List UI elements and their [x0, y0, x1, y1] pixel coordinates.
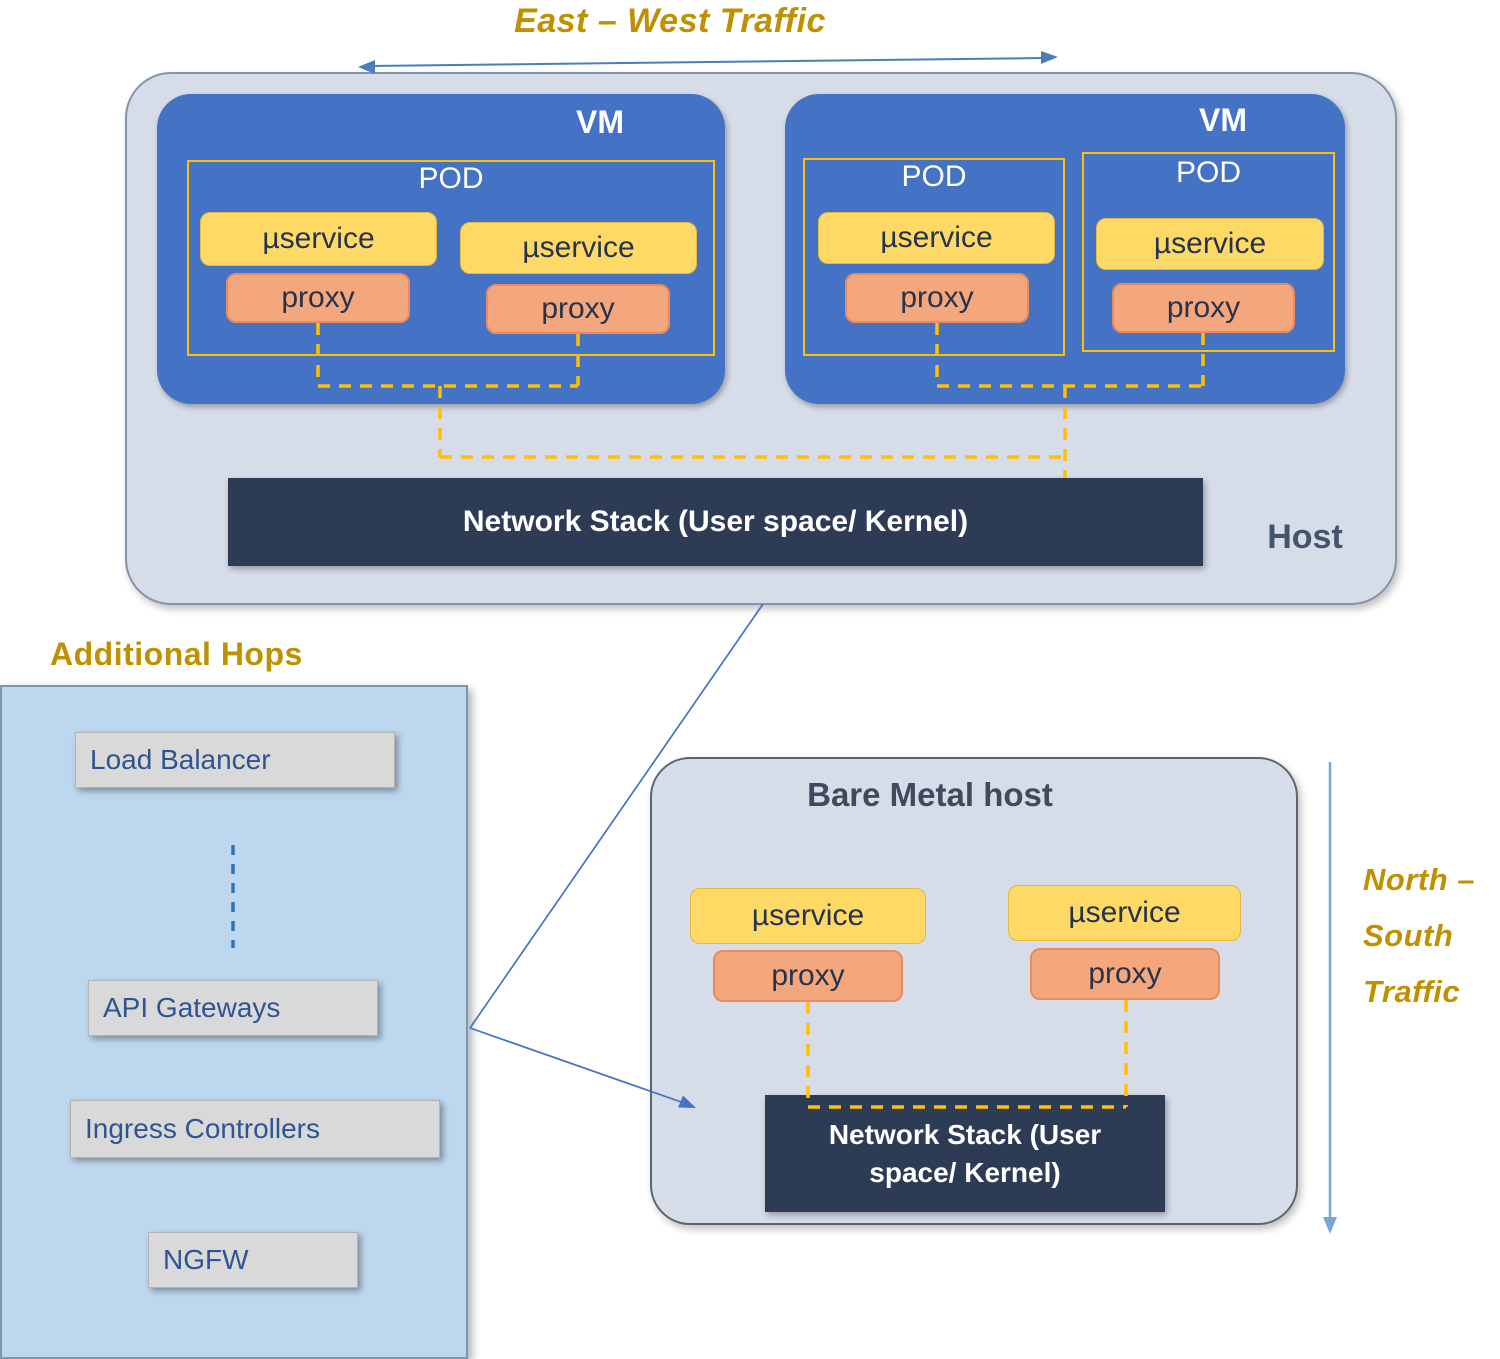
pod-3 [1082, 152, 1335, 352]
hop-ingress-controllers: Ingress Controllers [70, 1100, 440, 1158]
hop-load-balancer: Load Balancer [75, 732, 395, 788]
bare-metal-network-stack: Network Stack (User space/ Kernel) [765, 1095, 1165, 1212]
microservice-box: µservice [460, 222, 697, 274]
microservice-box: µservice [690, 888, 926, 944]
bare-metal-host-title: Bare Metal host [807, 776, 1053, 813]
microservice-box: µservice [1008, 885, 1241, 941]
proxy-box: proxy [845, 273, 1029, 323]
vm-1-label: VM [576, 104, 624, 140]
proxy-box: proxy [1030, 948, 1220, 1000]
north-south-traffic-title: North – South Traffic [1363, 852, 1500, 1019]
hop-ngfw: NGFW [148, 1232, 358, 1288]
north-south-arrow [1323, 762, 1337, 1234]
pod-1-label: POD [418, 162, 484, 195]
north-south-line-1: North – [1363, 862, 1475, 897]
proxy-box: proxy [713, 950, 903, 1002]
host-label: Host [1267, 518, 1343, 556]
microservice-box: µservice [818, 212, 1055, 264]
pod-2-label: POD [901, 160, 967, 193]
proxy-box: proxy [1112, 283, 1295, 333]
proxy-box: proxy [226, 273, 410, 323]
additional-hops-title: Additional Hops [50, 636, 303, 672]
vm-2-label: VM [1199, 102, 1247, 138]
east-west-arrow [358, 51, 1058, 74]
north-south-line-3: Traffic [1363, 973, 1461, 1009]
microservice-box: µservice [1096, 218, 1324, 270]
hop-api-gateways: API Gateways [88, 980, 378, 1036]
pod-3-label: POD [1175, 156, 1241, 189]
proxy-box: proxy [486, 284, 670, 334]
north-south-line-2: South [1363, 917, 1454, 953]
east-west-traffic-title: East – West Traffic [514, 2, 826, 40]
microservice-box: µservice [200, 212, 437, 266]
host-network-stack: Network Stack (User space/ Kernel) [228, 478, 1203, 566]
